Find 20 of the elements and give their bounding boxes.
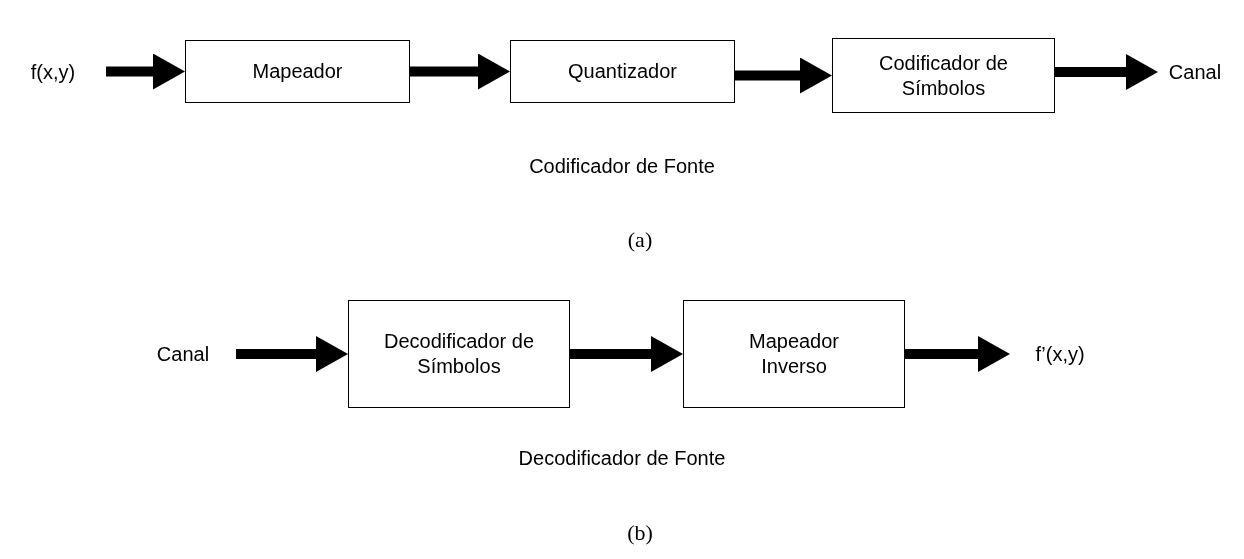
signal-label: Canal bbox=[1160, 52, 1230, 92]
arrow bbox=[410, 53, 510, 90]
process-box: Mapeador bbox=[185, 40, 410, 103]
arrow bbox=[735, 57, 832, 94]
arrow bbox=[106, 53, 185, 90]
signal-label: Canal bbox=[148, 334, 218, 374]
figure-label: (a) bbox=[627, 227, 653, 253]
arrow bbox=[1055, 54, 1158, 90]
figure-label: (b) bbox=[627, 520, 653, 546]
arrow bbox=[570, 336, 683, 372]
arrow bbox=[236, 336, 348, 372]
signal-label: f’(x,y) bbox=[1012, 334, 1108, 374]
block-caption: Codificador de Fonte bbox=[529, 155, 715, 178]
signal-label: f(x,y) bbox=[18, 52, 88, 92]
arrow bbox=[905, 336, 1010, 372]
process-box: Decodificador de Símbolos bbox=[348, 300, 570, 408]
process-box: Mapeador Inverso bbox=[683, 300, 905, 408]
process-box: Codificador de Símbolos bbox=[832, 38, 1055, 113]
block-caption: Decodificador de Fonte bbox=[518, 447, 726, 470]
process-box: Quantizador bbox=[510, 40, 735, 103]
